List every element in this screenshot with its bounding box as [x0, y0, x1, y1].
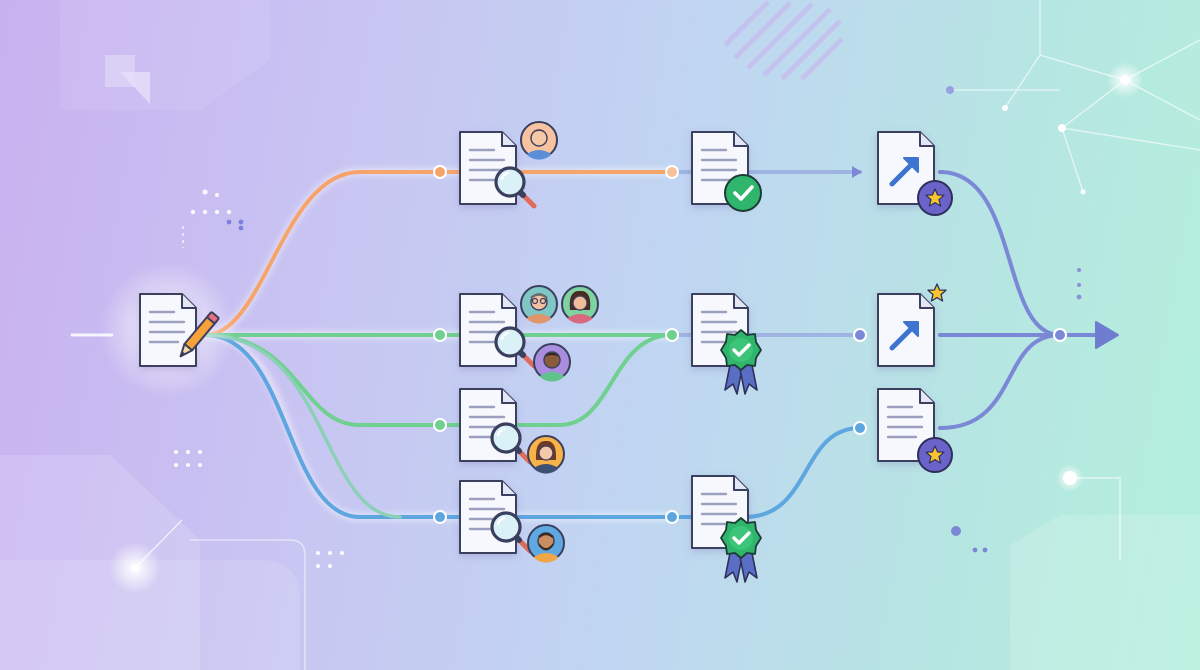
connector-certified-2-published-3: [670, 426, 862, 519]
certified-node-1: [690, 292, 763, 396]
star-icon: [927, 283, 947, 302]
reviewer-avatar: [520, 285, 558, 324]
connector-published-1-merge: [938, 170, 1062, 337]
review-node-2: [458, 285, 599, 382]
star-badge-icon: [917, 437, 953, 473]
connector-dots: [433, 165, 1067, 524]
review-node-1: [458, 121, 558, 206]
check-icon: [723, 173, 763, 213]
connector-published-3-merge: [938, 333, 1062, 430]
source-node: [100, 262, 236, 398]
connector-glow: [204, 168, 670, 521]
certified-node-2: [690, 474, 763, 584]
document-icon: [877, 293, 935, 367]
star-badge-icon: [917, 180, 953, 216]
document-icon: [138, 292, 198, 368]
rosette-icon: [719, 516, 763, 584]
published-node-2: [877, 283, 947, 367]
output-arrowhead: [1095, 321, 1119, 349]
reviewer-avatar: [527, 524, 565, 563]
published-node-1: [877, 131, 953, 216]
connector-source-review-4: [203, 333, 442, 519]
reviewer-avatar: [533, 343, 571, 382]
review-node-4: [458, 479, 565, 563]
published-node-3: [876, 387, 953, 473]
rosette-icon: [719, 328, 763, 396]
reviewer-avatar: [527, 435, 565, 474]
review-node-3: [458, 387, 565, 474]
connector-review-3-certified: [438, 333, 674, 427]
pencil-icon: [179, 311, 220, 358]
reviewer-avatar: [561, 285, 599, 324]
reviewer-avatar: [520, 121, 558, 160]
connector-source-review-4b: [203, 333, 402, 519]
